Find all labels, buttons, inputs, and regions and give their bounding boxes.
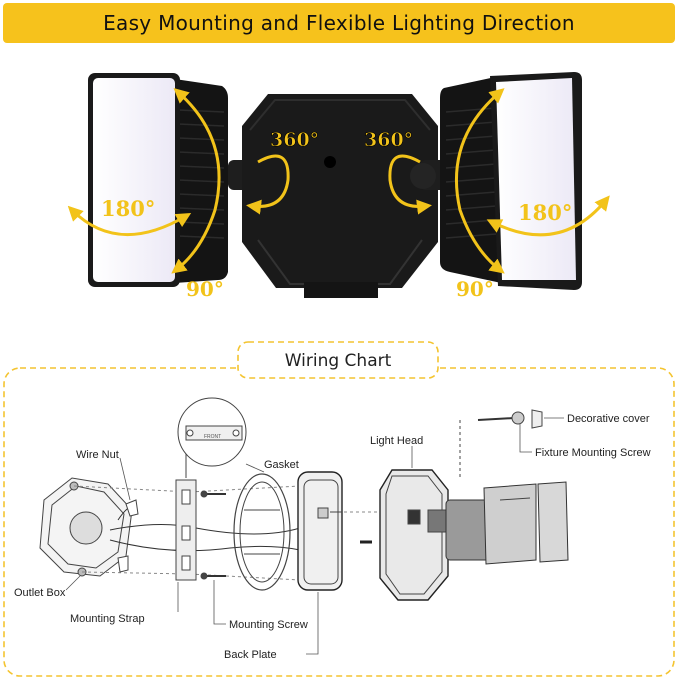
light-head-assembly	[379, 469, 569, 601]
fixture-screw-cover	[459, 409, 543, 480]
label-fixture-screw: Fixture Mounting Screw	[535, 447, 651, 459]
left-swivel-arrow	[246, 154, 290, 215]
wiring-title-box	[237, 341, 439, 379]
label-outlet-box: Outlet Box	[14, 587, 66, 599]
outlet-box	[39, 477, 133, 577]
left-swivel-label: 360°	[270, 129, 319, 151]
wiring-title: Wiring Chart	[285, 351, 392, 371]
wiring-labels: Wire Nut Gasket Light Head Decorative co…	[14, 413, 651, 661]
wiring-diagram: FRONT	[39, 397, 569, 655]
left-horizontal-arrow	[67, 205, 192, 236]
left-horizontal-label: 180°	[101, 196, 155, 221]
right-horizontal-label: 180°	[518, 200, 572, 225]
left-vertical-label: 90°	[186, 277, 224, 301]
label-back-plate: Back Plate	[224, 649, 277, 661]
label-mounting-screw: Mounting Screw	[229, 619, 308, 631]
back-plate	[297, 471, 343, 591]
left-light-head	[88, 73, 228, 287]
wiring-chart-frame	[3, 367, 675, 677]
label-decorative-cover: Decorative cover	[567, 413, 650, 425]
label-wire-nut: Wire Nut	[76, 449, 119, 461]
wire-nut	[125, 499, 139, 517]
right-horizontal-arrow	[486, 195, 610, 237]
rotation-arrows	[67, 88, 610, 274]
strap-front-mark: FRONT	[204, 434, 221, 440]
label-gasket: Gasket	[264, 459, 299, 471]
label-mounting-strap: Mounting Strap	[70, 613, 145, 625]
floodlight-product: 360° 360° 180° 180° 90° 90°	[67, 72, 610, 301]
header-title: Easy Mounting and Flexible Lighting Dire…	[103, 11, 575, 35]
right-vertical-arrow	[455, 88, 505, 274]
gasket	[233, 473, 291, 591]
right-vertical-label: 90°	[456, 277, 494, 301]
right-swivel-arrow	[388, 154, 432, 215]
left-vertical-arrow	[171, 88, 221, 274]
label-light-head: Light Head	[370, 435, 423, 447]
right-swivel-label: 360°	[364, 129, 413, 151]
header-banner: Easy Mounting and Flexible Lighting Dire…	[3, 3, 675, 43]
center-mount	[242, 94, 438, 298]
right-light-head	[440, 72, 582, 290]
mounting-strap	[175, 420, 197, 581]
strap-detail: FRONT	[177, 397, 247, 467]
